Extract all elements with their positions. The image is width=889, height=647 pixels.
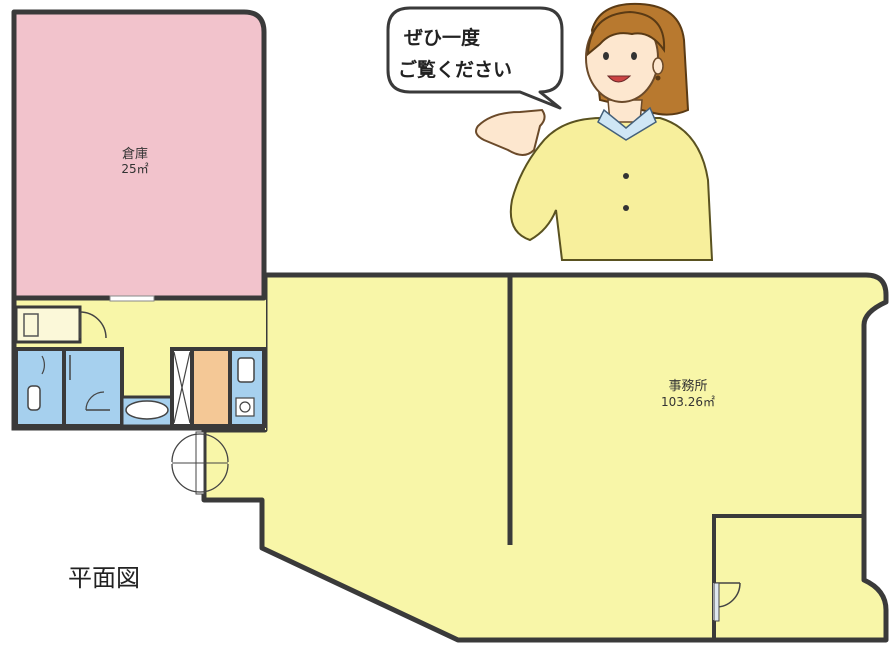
door-swing-icon (79, 311, 107, 339)
speech-bubble-line2: ご覧ください (398, 58, 512, 81)
office-room-area: 103.26㎡ (661, 395, 715, 409)
storage-door-opening (109, 295, 155, 302)
bathtub-icon (125, 400, 169, 420)
door-swing-icon (713, 582, 741, 622)
speech-bubble: ぜひ一度 ご覧ください (386, 6, 564, 110)
storage-room (11, 9, 267, 301)
sink-icon (237, 357, 255, 383)
office-room (201, 272, 889, 643)
toilet-icon (23, 313, 39, 337)
door-swing-icon (85, 391, 110, 411)
presenter-woman-icon (475, 2, 714, 261)
bathroom (62, 347, 124, 428)
toilet-room (14, 305, 82, 344)
door-swing-icon (171, 431, 229, 495)
office-room-name: 事務所 (668, 379, 707, 394)
floor-plan-caption: 平面図 (68, 564, 140, 592)
speech-bubble-line1: ぜひ一度 (404, 26, 481, 49)
stove-icon (235, 397, 255, 417)
kitchen-counter (190, 347, 232, 428)
storage-room-name: 倉庫 (122, 147, 148, 162)
door-swing-icon (41, 355, 46, 375)
sink-icon (27, 385, 41, 411)
storage-room-area: 25㎡ (121, 162, 148, 176)
